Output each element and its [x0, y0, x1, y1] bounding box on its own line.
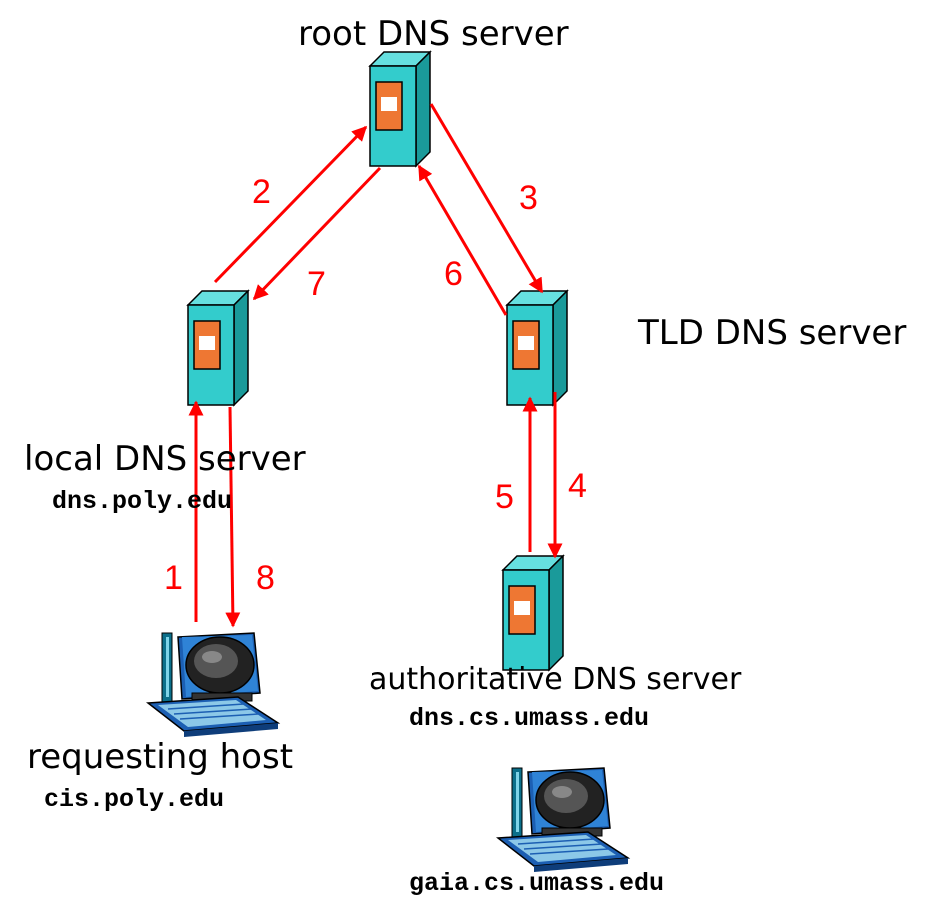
tld-server-icon — [506, 290, 568, 406]
arrow-step-2 — [213, 125, 368, 284]
authoritative-server-hostname: dns.cs.umass.edu — [409, 704, 650, 733]
tld-server-label: TLD DNS server — [638, 313, 907, 353]
root-server-label: root DNS server — [298, 14, 569, 54]
step-2-label: 2 — [252, 173, 271, 211]
arrow-step-3 — [429, 103, 544, 294]
local-server-hostname: dns.poly.edu — [52, 487, 233, 516]
step-5-label: 5 — [495, 478, 514, 516]
step-6-label: 6 — [444, 255, 463, 293]
requesting-host-computer-icon — [147, 632, 279, 738]
authoritative-server-label: authoritative DNS server — [369, 662, 742, 697]
step-4-label: 4 — [568, 467, 587, 505]
authoritative-server-icon — [502, 555, 564, 671]
step-1-label: 1 — [164, 559, 183, 597]
gaia-host-computer-icon — [497, 767, 629, 873]
local-server-icon — [187, 290, 249, 406]
gaia-host-hostname: gaia.cs.umass.edu — [409, 869, 665, 898]
step-8-label: 8 — [256, 559, 275, 597]
root-server-icon — [369, 51, 431, 167]
arrow-step-6 — [417, 164, 508, 316]
step-3-label: 3 — [519, 179, 538, 217]
arrow-step-8 — [225, 406, 241, 628]
local-server-label: local DNS server — [24, 439, 306, 479]
arrow-step-7 — [252, 166, 382, 301]
requesting-host-hostname: cis.poly.edu — [44, 785, 225, 814]
requesting-host-label: requesting host — [27, 737, 294, 777]
step-7-label: 7 — [307, 265, 326, 303]
